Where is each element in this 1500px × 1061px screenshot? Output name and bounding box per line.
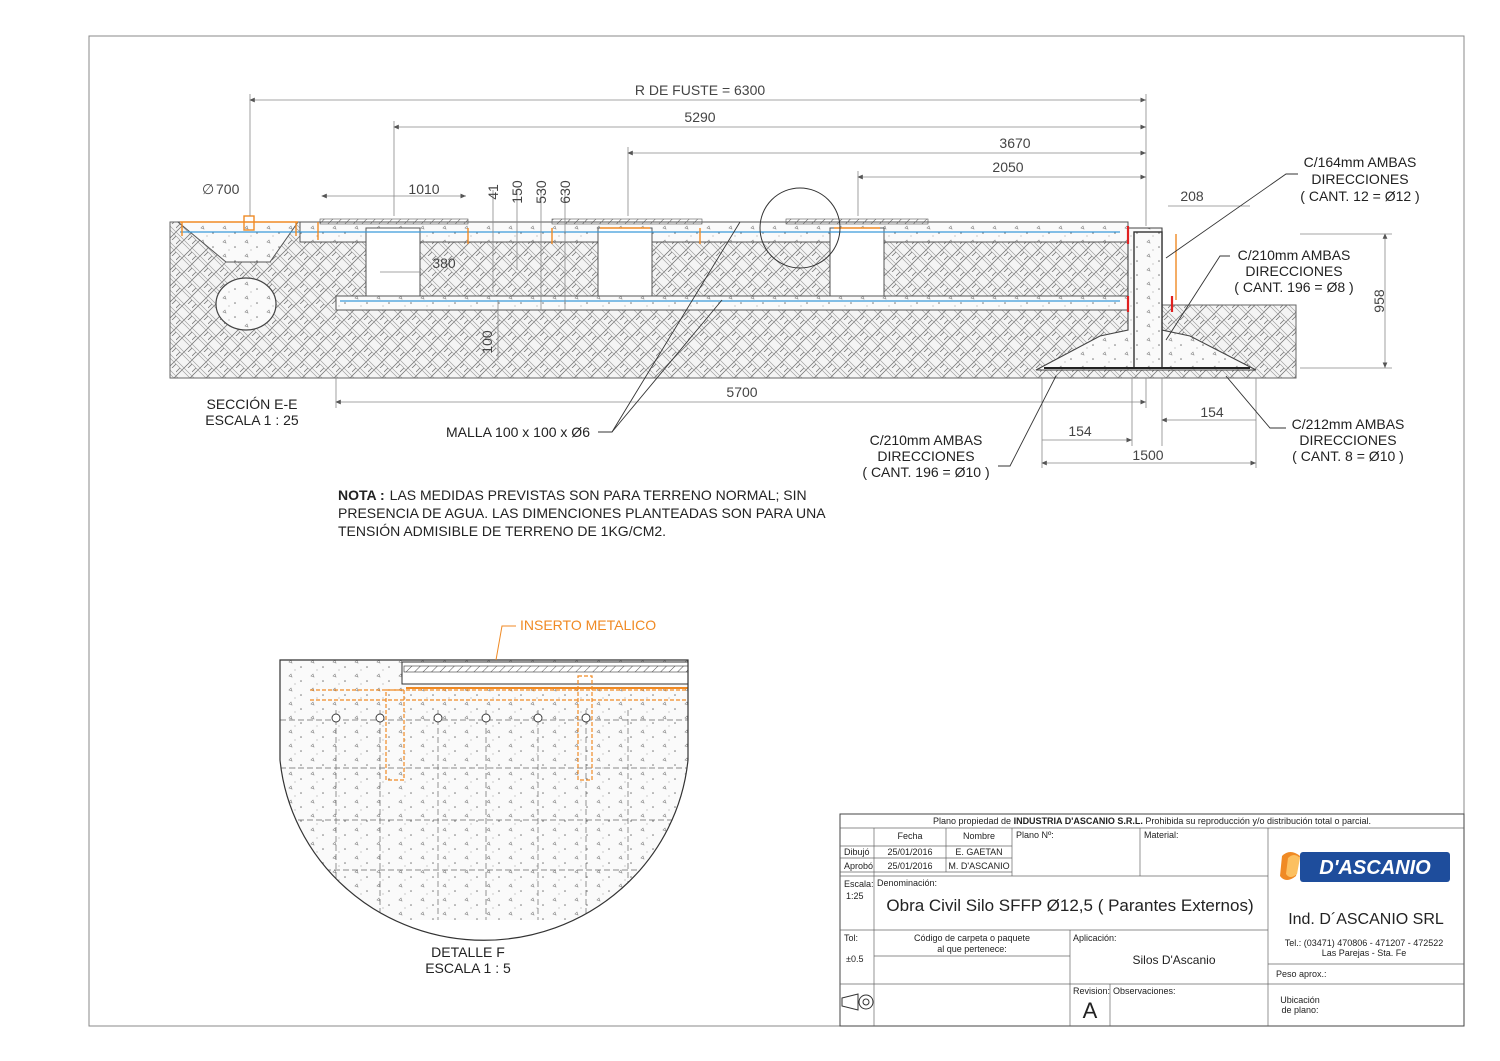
escala-label: Escala: bbox=[844, 879, 874, 889]
callout-c210a-l3: ( CANT. 196 = Ø8 ) bbox=[1234, 279, 1353, 295]
ubicacion-label-1: Ubicación bbox=[1280, 995, 1320, 1005]
title-block: Plano propiedad de INDUSTRIA D'ASCANIO S… bbox=[839, 813, 1465, 1027]
aprobo-label: Aprobó bbox=[844, 861, 873, 871]
aprobo-fecha: 25/01/2016 bbox=[887, 861, 932, 871]
detail-title: DETALLE F bbox=[431, 944, 505, 960]
tol-value: ±0.5 bbox=[846, 954, 863, 964]
metal-inserts bbox=[180, 215, 1177, 300]
company-name: Ind. D´ASCANIO SRL bbox=[1288, 911, 1444, 928]
tol-label: Tol: bbox=[844, 933, 858, 943]
aplicacion-value: Silos D'Ascanio bbox=[1133, 953, 1216, 967]
revision-label: Revision: bbox=[1073, 986, 1110, 996]
callout-c212-l2: DIRECCIONES bbox=[1299, 432, 1396, 448]
insert-label: INSERTO METALICO bbox=[520, 617, 656, 633]
ownership-line: Plano propiedad de INDUSTRIA D'ASCANIO S… bbox=[933, 816, 1371, 826]
dim-r-fuste: R DE FUSTE = 6300 bbox=[635, 82, 766, 98]
detail-outline bbox=[279, 659, 689, 941]
dim-208: 208 bbox=[1180, 188, 1204, 204]
callout-c164-l1: C/164mm AMBAS bbox=[1304, 154, 1417, 170]
note-bold: NOTA : bbox=[338, 487, 385, 503]
dim-380: 380 bbox=[432, 255, 456, 271]
note-line3: TENSIÓN ADMISIBLE DE TERRENO DE 1KG/CM2. bbox=[338, 523, 666, 539]
codigo-label-2: al que pertenece: bbox=[937, 944, 1007, 954]
note-line2: PRESENCIA DE AGUA. LAS DIMENCIONES PLANT… bbox=[338, 505, 826, 521]
denominacion-label: Denominación: bbox=[877, 878, 937, 888]
detail-f: INSERTO METALICO DETALLE F ESCALA 1 : 5 bbox=[279, 617, 689, 976]
note: NOTA : LAS MEDIDAS PREVISTAS SON PARA TER… bbox=[338, 487, 826, 539]
dim-diam-700: 700 bbox=[216, 181, 240, 197]
callout-c210a-l1: C/210mm AMBAS bbox=[1238, 247, 1351, 263]
dim-1500: 1500 bbox=[1132, 447, 1163, 463]
company-tel: Tel.: (03471) 470806 - 471207 - 472522 bbox=[1285, 938, 1444, 948]
dim-958: 958 bbox=[1371, 289, 1387, 313]
escala-value: 1:25 bbox=[846, 891, 864, 901]
col-fecha: Fecha bbox=[897, 831, 922, 841]
dim-2050: 2050 bbox=[992, 159, 1023, 175]
dim-154-right: 154 bbox=[1200, 404, 1224, 420]
red-markers bbox=[1126, 226, 1174, 312]
dim-630: 630 bbox=[557, 180, 573, 204]
callout-c212-l1: C/212mm AMBAS bbox=[1292, 416, 1405, 432]
sheet-border bbox=[88, 35, 1465, 1027]
revision-value: A bbox=[1083, 998, 1098, 1023]
aplicacion-label: Aplicación: bbox=[1073, 933, 1117, 943]
bottom-slab bbox=[335, 295, 1129, 311]
callout-c210a-l2: DIRECCIONES bbox=[1245, 263, 1342, 279]
cavity-1 bbox=[365, 227, 421, 301]
ubicacion-label-2: de plano: bbox=[1281, 1005, 1318, 1015]
dim-100: 100 bbox=[479, 330, 495, 354]
dim-154-left: 154 bbox=[1068, 423, 1092, 439]
dim-530: 530 bbox=[533, 180, 549, 204]
callout-malla: MALLA 100 x 100 x Ø6 bbox=[446, 424, 590, 440]
callout-c164-l2: DIRECCIONES bbox=[1311, 171, 1408, 187]
col-nombre: Nombre bbox=[963, 831, 995, 841]
callout-c164-l3: ( CANT. 12 = Ø12 ) bbox=[1300, 188, 1419, 204]
dibujo-nombre: E. GAETAN bbox=[955, 847, 1002, 857]
callout-c212-l3: ( CANT. 8 = Ø10 ) bbox=[1292, 448, 1404, 464]
note-line1: LAS MEDIDAS PREVISTAS SON PARA TERRENO N… bbox=[390, 487, 807, 503]
dim-3670: 3670 bbox=[999, 135, 1030, 151]
pedestal bbox=[1133, 231, 1163, 369]
codigo-label-1: Código de carpeta o paquete bbox=[914, 933, 1030, 943]
detail-scale: ESCALA 1 : 5 bbox=[425, 960, 511, 976]
section-e-e: R DE FUSTE = 6300 5290 3670 2050 ∅ 700 1… bbox=[169, 82, 1420, 480]
observaciones-label: Observaciones: bbox=[1113, 986, 1176, 996]
ownership-company: INDUSTRIA D'ASCANIO S.R.L. bbox=[1014, 816, 1143, 826]
dim-150: 150 bbox=[509, 180, 525, 204]
pipe-circle bbox=[215, 277, 277, 331]
dibujo-fecha: 25/01/2016 bbox=[887, 847, 932, 857]
cavity-2 bbox=[597, 227, 653, 301]
aprobo-nombre: M. D'ASCANIO bbox=[948, 861, 1009, 871]
dim-1010: 1010 bbox=[408, 181, 439, 197]
logo-text: D'ASCANIO bbox=[1319, 857, 1431, 879]
callout-c210b-l2: DIRECCIONES bbox=[877, 448, 974, 464]
dim-5700: 5700 bbox=[726, 384, 757, 400]
projection-symbol-icon bbox=[841, 993, 874, 1011]
dascanio-logo: D'ASCANIO bbox=[1280, 852, 1450, 882]
company-city: Las Parejas - Sta. Fe bbox=[1322, 948, 1407, 958]
dibujo-label: Dibujó bbox=[844, 847, 870, 857]
svg-text:NOTA :LAS MEDIDAS PREVISTAS SO: NOTA : LAS MEDIDAS PREVISTAS SON PARA TER… bbox=[338, 487, 807, 503]
denominacion-value: Obra Civil Silo SFFP Ø12,5 ( Parantes Ex… bbox=[886, 896, 1253, 915]
detail-f-marker bbox=[759, 187, 841, 269]
material-label: Material: bbox=[1144, 830, 1179, 840]
dim-5290: 5290 bbox=[684, 109, 715, 125]
section-scale: ESCALA 1 : 25 bbox=[205, 412, 299, 428]
callout-c210b-l3: ( CANT. 196 = Ø10 ) bbox=[862, 464, 989, 480]
dim-41: 41 bbox=[485, 184, 501, 200]
plano-no-label: Plano Nº: bbox=[1016, 830, 1054, 840]
callout-c210b-l1: C/210mm AMBAS bbox=[870, 432, 983, 448]
peso-label: Peso aprox.: bbox=[1276, 969, 1327, 979]
diameter-symbol: ∅ bbox=[202, 181, 214, 197]
section-title: SECCIÓN E-E bbox=[206, 396, 297, 412]
